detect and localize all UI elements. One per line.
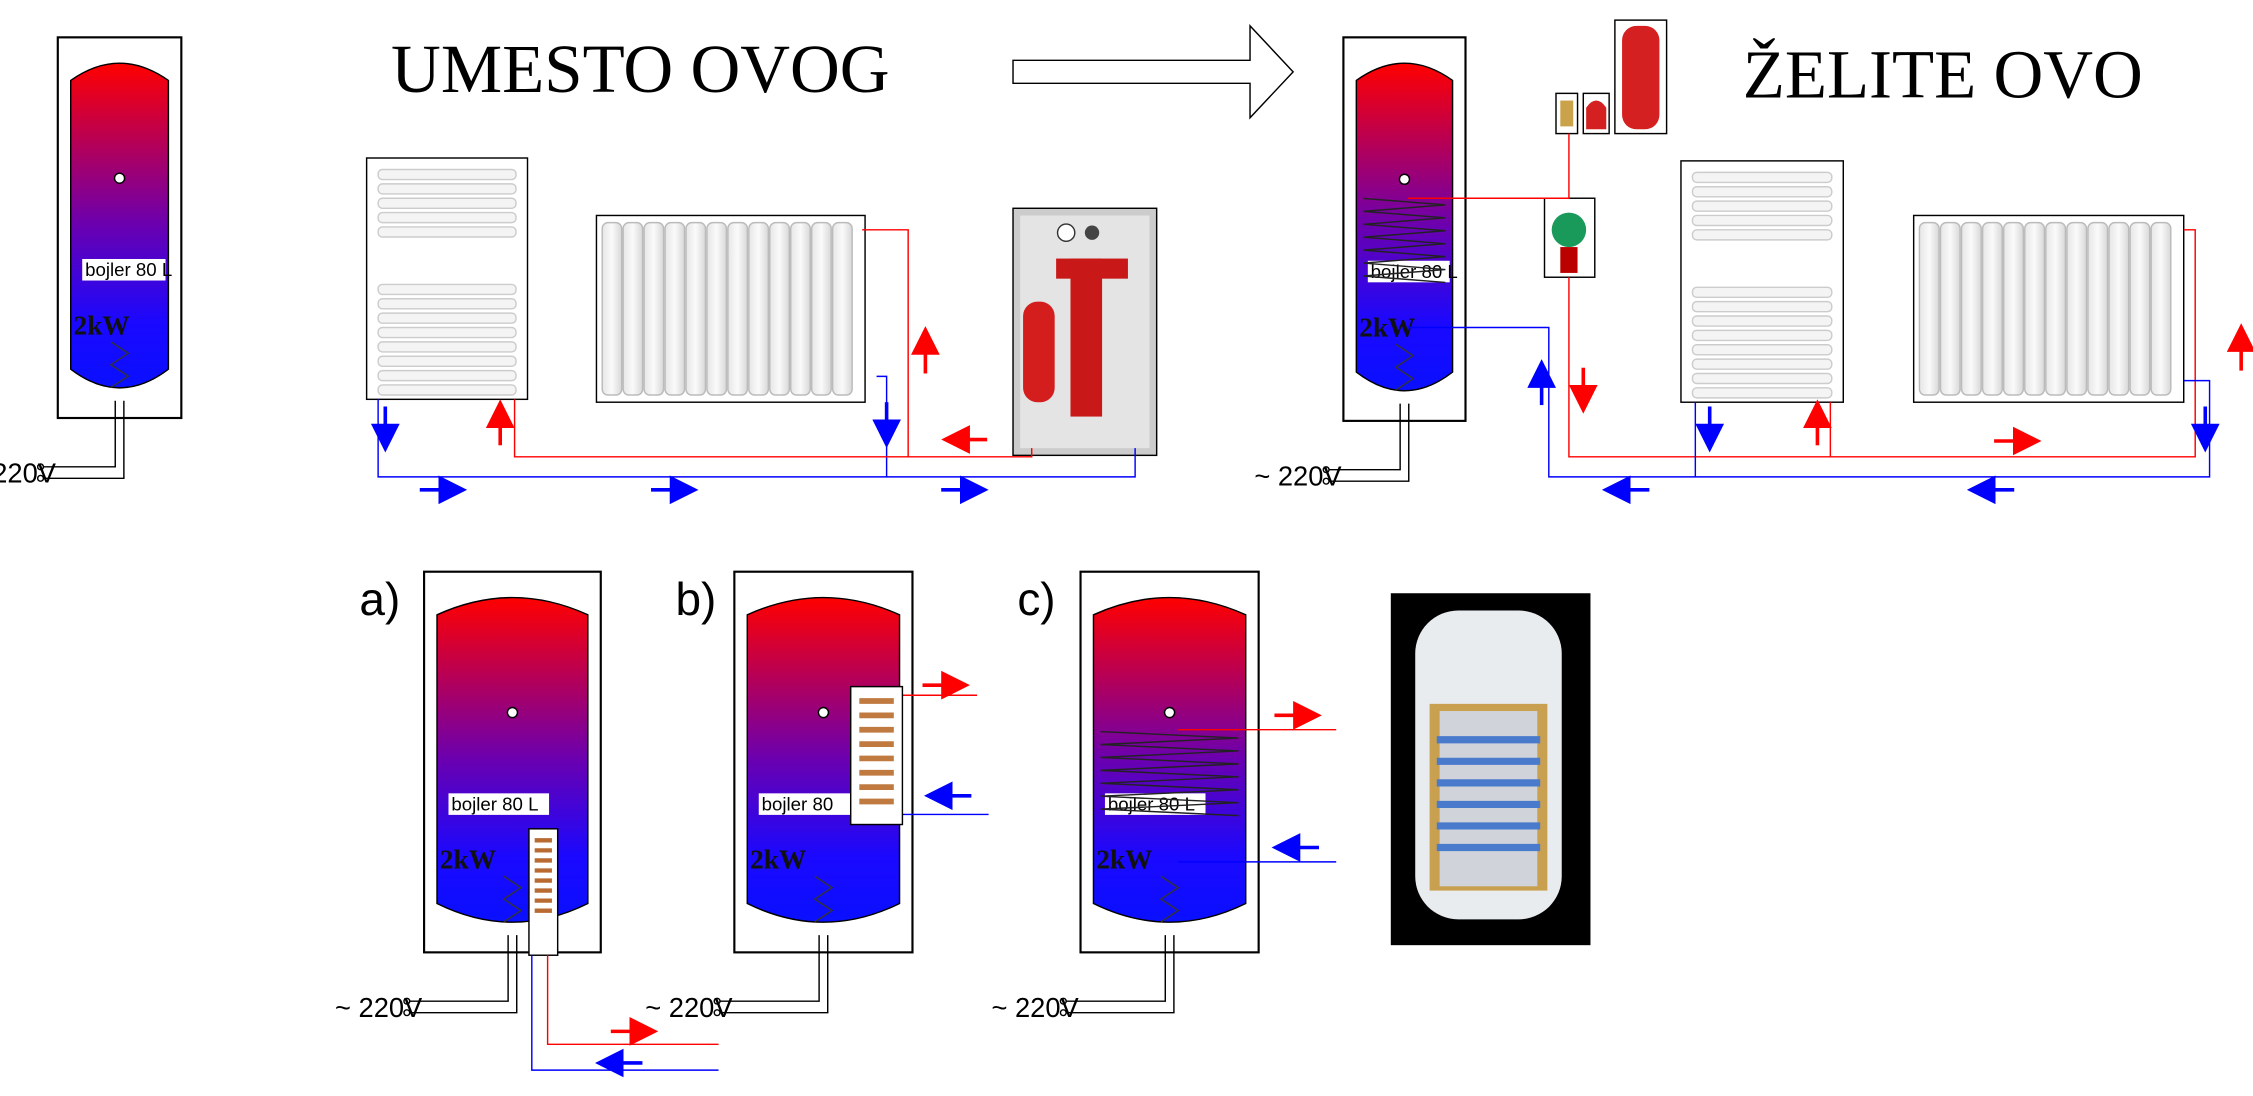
heater-power-label: 2kW (440, 845, 496, 875)
expansion-vessel (1555, 19, 1668, 135)
variant-b-label: b) (675, 573, 716, 625)
boiler-cutaway-photo (1390, 593, 1591, 946)
boiler-capacity-label: bojler 80 L (451, 794, 538, 815)
thermostat-icon (1163, 706, 1176, 719)
thermostat-icon (113, 172, 126, 184)
heater-coil-insert (528, 828, 559, 956)
arrow-right-icon (1012, 24, 1295, 120)
water-heater-boiler: bojler 80 L 2kW ~ 220V (0, 36, 183, 489)
heater-power-label: 2kW (1359, 312, 1415, 342)
circulation-pump (1543, 197, 1596, 278)
towel-radiator (365, 157, 529, 401)
heating-element-icon (502, 875, 523, 923)
coil-heat-exchanger (849, 685, 904, 826)
electric-heater-unit (1012, 207, 1158, 457)
water-heater-boiler: bojler 80 L 2kW ~ 220V (335, 570, 602, 1023)
voltage-label: ~ 220V (991, 992, 1079, 1023)
voltage-label: ~ 220V (645, 992, 733, 1023)
panel-radiator (1912, 214, 2185, 403)
boiler-capacity-label: bojler 80 (762, 794, 834, 815)
towel-radiator (1680, 160, 1844, 403)
heating-element-icon (1159, 875, 1180, 923)
thermostat-icon (1398, 173, 1411, 185)
boiler-capacity-label: bojler 80 L (85, 259, 172, 280)
panel-radiator (595, 214, 866, 403)
title-you-want-this: ŽELITE OVO (1743, 37, 2143, 113)
heater-power-label: 2kW (1096, 845, 1152, 875)
variant-a-label: a) (359, 573, 400, 625)
thermostat-icon (506, 706, 519, 719)
voltage-label: ~ 220V (335, 992, 423, 1023)
thermostat-icon (817, 706, 830, 719)
voltage-label: ~ 220V (0, 458, 57, 489)
voltage-label: ~ 220V (1254, 461, 1342, 492)
heating-element-icon (1394, 343, 1415, 391)
heating-element-icon (109, 341, 130, 389)
water-heater-boiler: bojler 80 2kW ~ 220V (645, 570, 914, 1023)
heater-power-label: 2kW (750, 845, 806, 875)
variant-c-label: c) (1017, 573, 1055, 625)
heat-exchanger-coil-icon (1363, 197, 1446, 284)
heat-exchanger-coil-icon (1100, 730, 1239, 817)
heater-power-label: 2kW (74, 310, 130, 340)
boiler-capacity-label: bojler 80 L (1108, 794, 1195, 815)
title-instead-of-this: UMESTO OVOG (391, 31, 890, 107)
water-heater-boiler: bojler 80 L 2kW ~ 220V (991, 570, 1260, 1023)
heating-element-icon (813, 875, 834, 923)
